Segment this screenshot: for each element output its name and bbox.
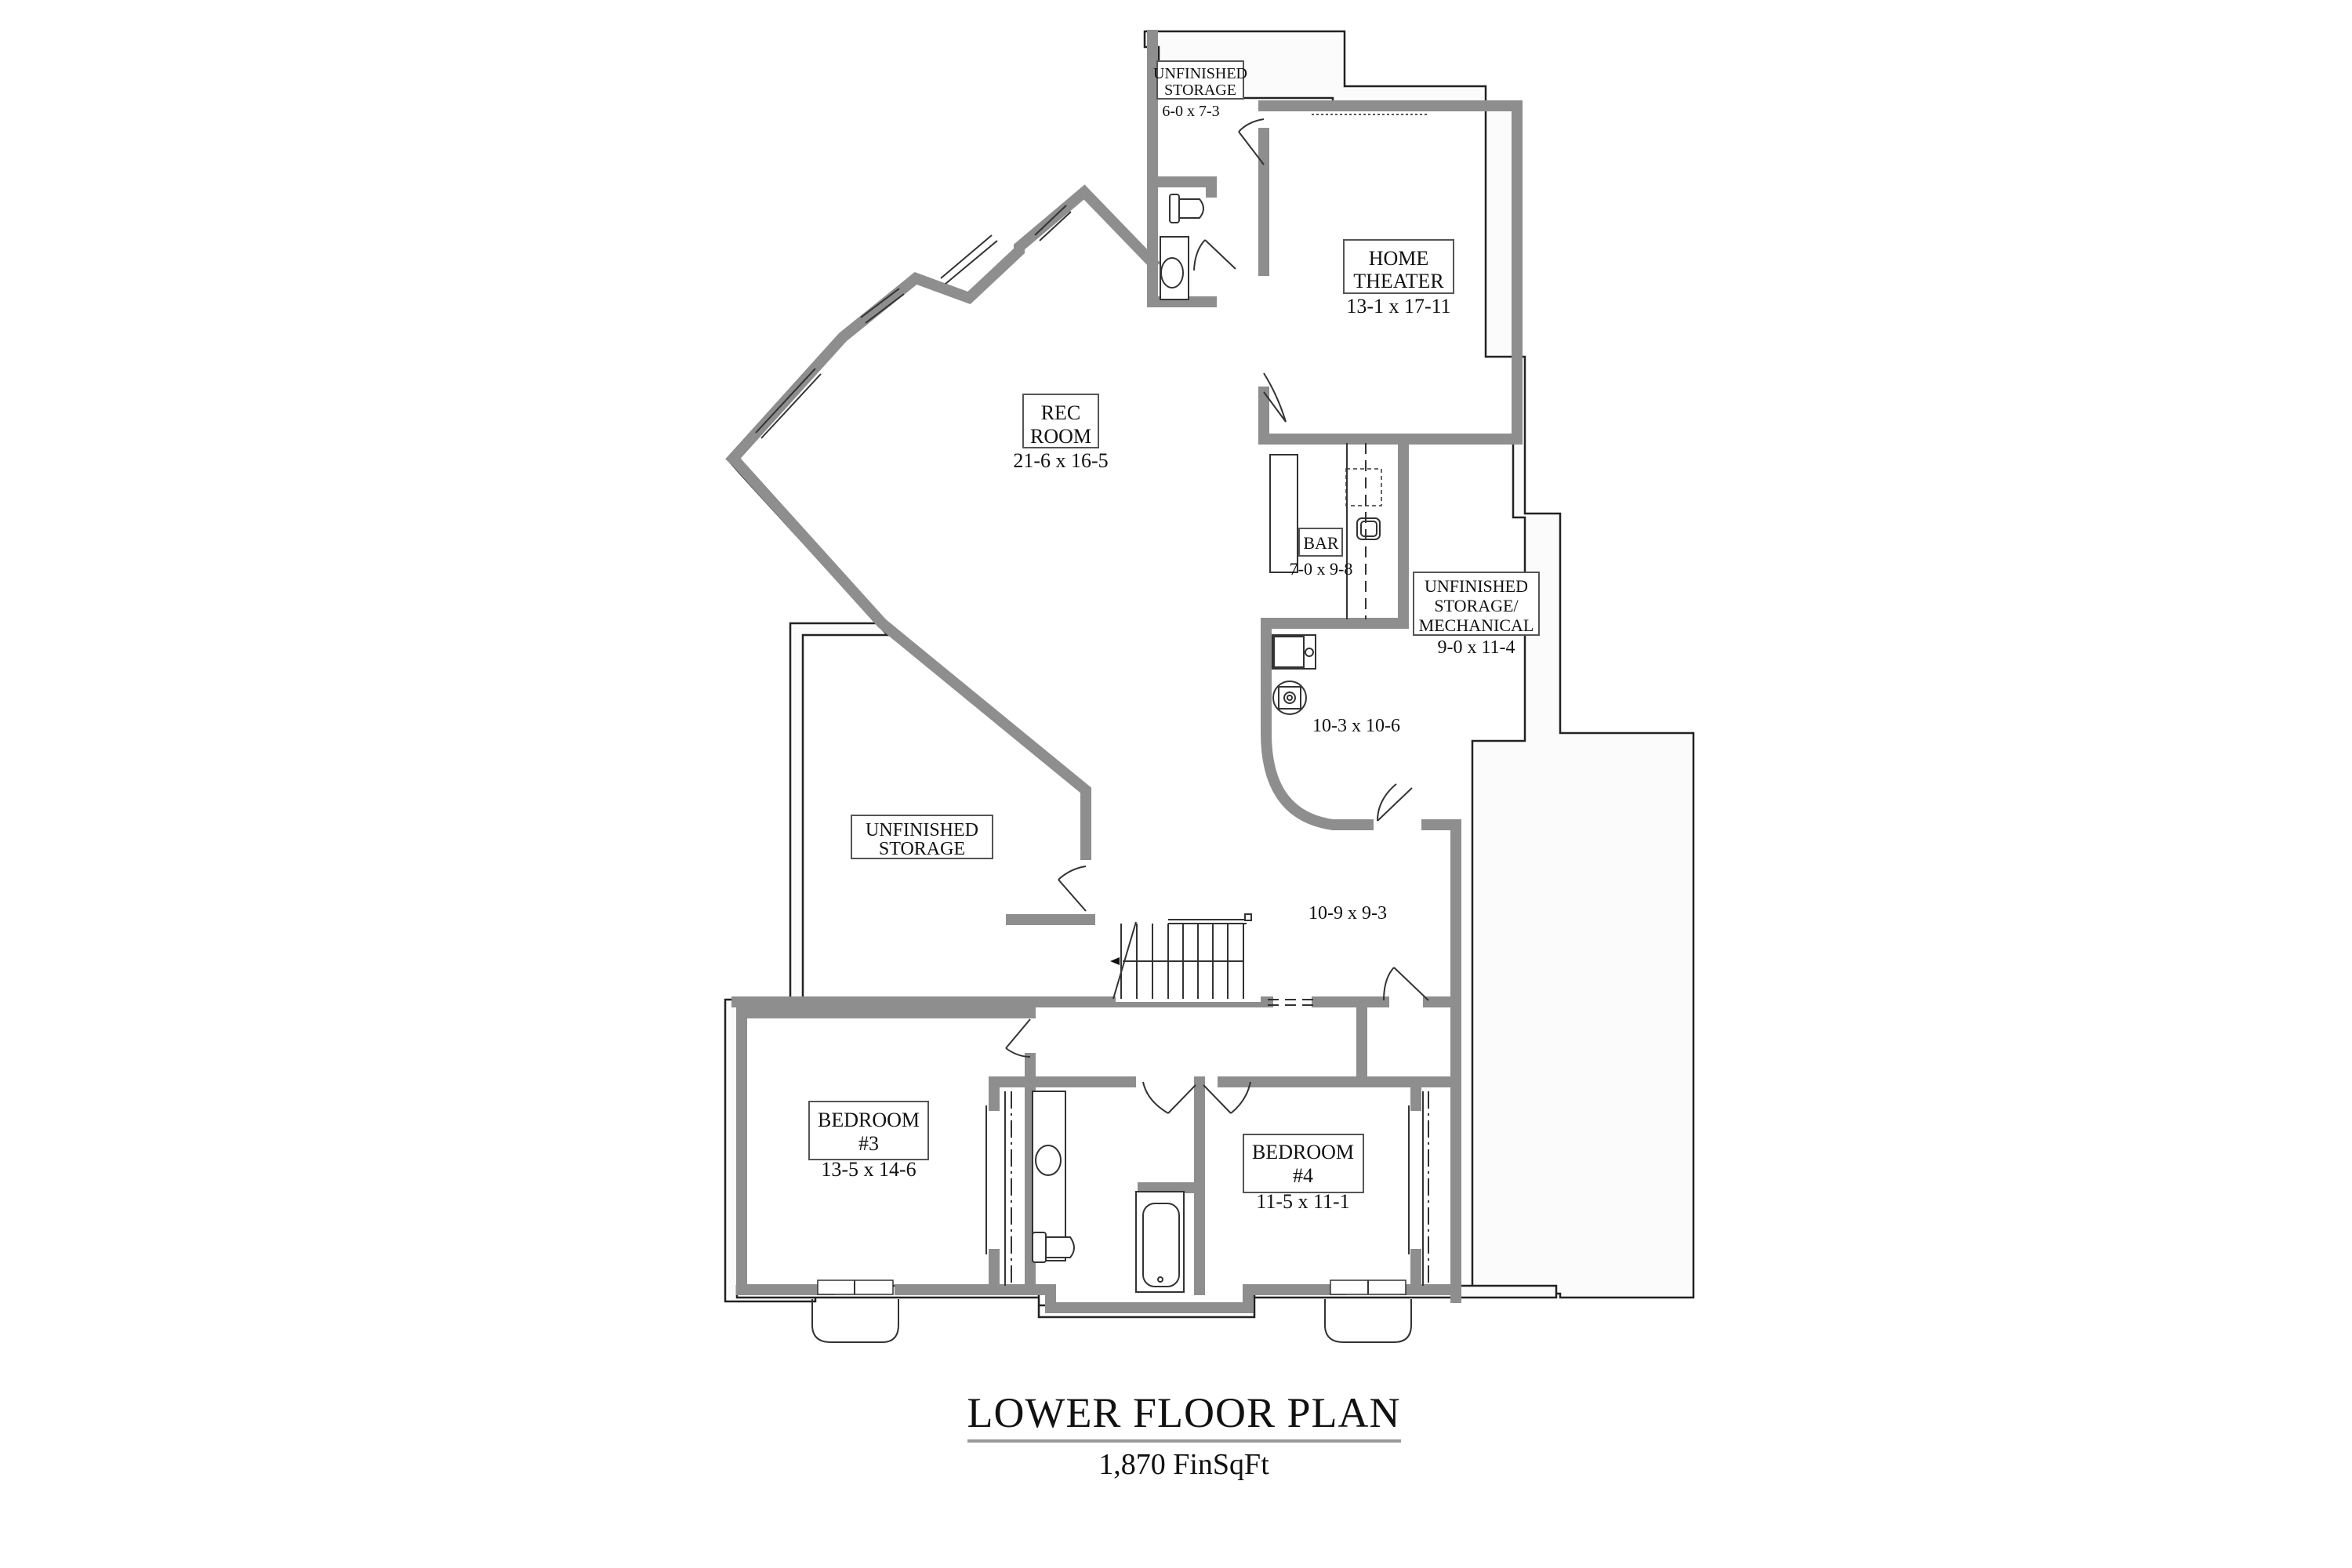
room-label-bar: BAR 7-0 x 9-8: [1290, 528, 1353, 579]
svg-text:STORAGE: STORAGE: [1164, 82, 1236, 99]
svg-text:9-0 x 11-4: 9-0 x 11-4: [1437, 637, 1515, 658]
svg-text:REC: REC: [1041, 401, 1081, 424]
svg-text:BEDROOM: BEDROOM: [1252, 1141, 1354, 1163]
svg-text:MECHANICAL: MECHANICAL: [1419, 615, 1534, 635]
svg-text:7-0 x 9-8: 7-0 x 9-8: [1290, 559, 1353, 579]
room-label-unfinished-storage-mechanical: UNFINISHED STORAGE/ MECHANICAL 9-0 x 11-…: [1413, 572, 1540, 658]
svg-text:UNFINISHED: UNFINISHED: [1425, 576, 1528, 596]
svg-text:6-0 x 7-3: 6-0 x 7-3: [1162, 103, 1219, 120]
svg-text:UNFINISHED: UNFINISHED: [1153, 65, 1247, 82]
room-label-home-theater: HOME THEATER 13-1 x 17-11: [1343, 239, 1454, 318]
svg-text:ROOM: ROOM: [1030, 425, 1091, 448]
svg-text:13-1 x 17-11: 13-1 x 17-11: [1346, 295, 1450, 318]
svg-text:BEDROOM: BEDROOM: [818, 1109, 920, 1131]
room-label-rec-room: REC ROOM 21-6 x 16-5: [1013, 394, 1109, 472]
plumbing-fixtures: [1032, 194, 1382, 1293]
svg-text:HOME: HOME: [1369, 247, 1429, 270]
rec-room-windows: [755, 205, 1072, 439]
svg-text:11-5 x 11-1: 11-5 x 11-1: [1256, 1190, 1349, 1213]
egress-windows: [811, 1279, 1412, 1343]
svg-text:STORAGE/: STORAGE/: [1434, 596, 1519, 615]
svg-text:13-5 x 14-6: 13-5 x 14-6: [821, 1158, 916, 1181]
svg-text:THEATER: THEATER: [1353, 270, 1444, 292]
room-label-hall: 10-9 x 9-3: [1308, 903, 1387, 924]
room-label-mechanical-area: 10-3 x 10-6: [1312, 716, 1400, 736]
svg-text:10-9 x 9-3: 10-9 x 9-3: [1308, 903, 1387, 924]
plan-title-block: LOWER FLOOR PLAN 1,870 FinSqFt: [964, 1389, 1403, 1483]
svg-text:BAR: BAR: [1303, 533, 1339, 553]
room-label-bedroom-3: BEDROOM #3 13-5 x 14-6: [808, 1101, 929, 1181]
plan-title: LOWER FLOOR PLAN: [967, 1389, 1401, 1443]
room-label-unfinished-storage-top: UNFINISHED STORAGE 6-0 x 7-3: [1153, 60, 1247, 120]
staircase: [1110, 913, 1317, 1006]
svg-text:#3: #3: [858, 1132, 879, 1155]
plan-area-subtitle: 1,870 FinSqFt: [1098, 1448, 1269, 1481]
svg-text:21-6 x 16-5: 21-6 x 16-5: [1013, 449, 1108, 472]
svg-text:10-3 x 10-6: 10-3 x 10-6: [1312, 716, 1400, 736]
svg-text:STORAGE: STORAGE: [879, 839, 965, 859]
closets: [985, 1091, 1429, 1286]
room-label-bedroom-4: BEDROOM #4 11-5 x 11-1: [1243, 1134, 1364, 1213]
room-label-unfinished-storage-left: UNFINISHED STORAGE: [851, 815, 993, 859]
doors: [1005, 118, 1429, 1114]
svg-text:UNFINISHED: UNFINISHED: [866, 820, 978, 840]
svg-text:#4: #4: [1293, 1164, 1313, 1187]
